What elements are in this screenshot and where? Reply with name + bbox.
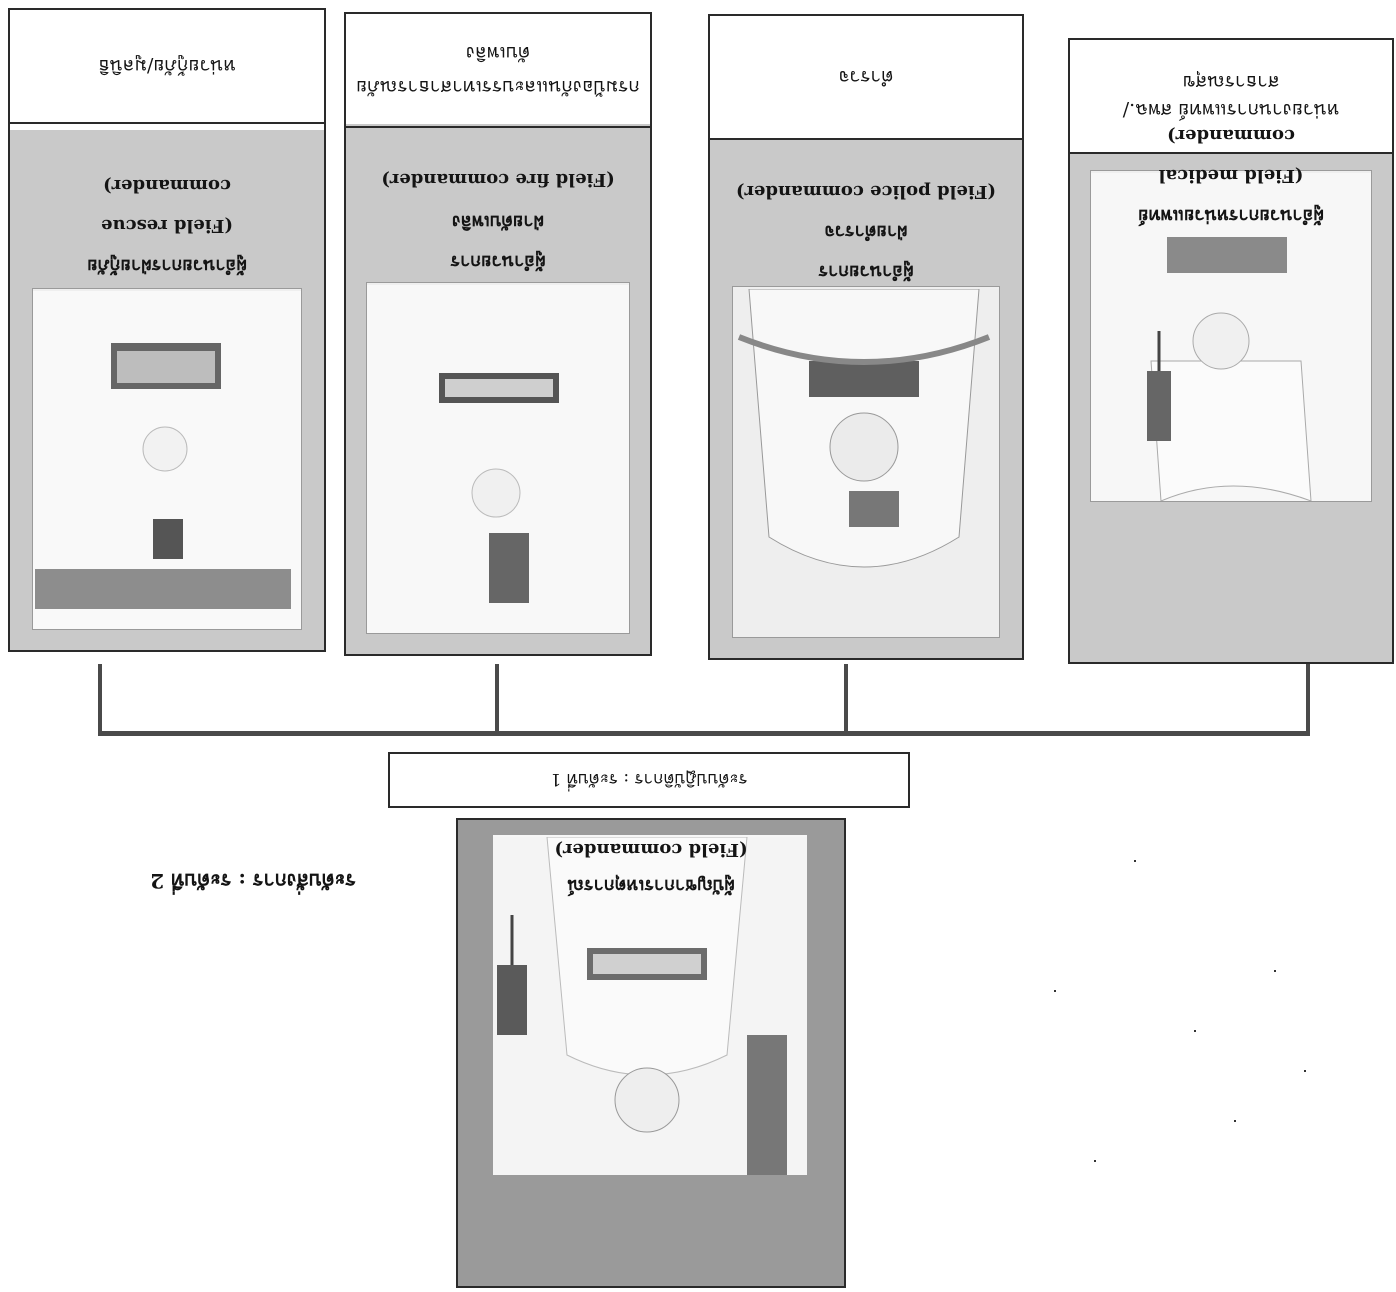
org-medical: หน่วยงานการแพทย์ สพฉ./สาธารณสุข	[1070, 40, 1392, 154]
scan-speck	[1054, 990, 1056, 992]
scan-speck	[1134, 860, 1136, 862]
level2-caption: ระดับสั่งการ : ระดับที่ 2	[150, 869, 356, 893]
photo-rescue	[32, 288, 302, 630]
scan-speck	[1234, 1120, 1236, 1122]
scan-speck	[1304, 1070, 1306, 1072]
police-figure-icon	[732, 289, 999, 637]
photo-medical	[1090, 170, 1372, 502]
org-rescue: หน่วยกู้ภัย/มูลนิธิ	[10, 10, 324, 124]
role-en-police: (Field police commander)	[735, 181, 997, 202]
role-en-fire: (Field fire commander)	[381, 169, 615, 190]
role-en-rescue-2: commander)	[103, 175, 231, 196]
connector-vertical-1	[1306, 664, 1310, 736]
role-band-fire	[346, 124, 650, 654]
connector-vertical-4	[98, 664, 102, 736]
firefighter-figure-icon	[366, 285, 629, 633]
scan-speck	[1274, 970, 1276, 972]
photo-fire	[366, 282, 630, 634]
role-band-police	[710, 138, 1022, 658]
connector-vertical-3	[495, 664, 499, 736]
role-thai-police-1: ผู้อำนวยการ	[818, 261, 914, 282]
field-commander-photo	[492, 834, 808, 1176]
level1-caption: ระดับปฏิบัติการ : ระดับที่ 1	[388, 752, 910, 808]
rescuer-figure-icon	[32, 291, 301, 629]
unit-box-medical: ผู้อำนวยการหน่วยแพทย์ (Field medical com…	[1068, 38, 1394, 664]
org-fire-line2: ดับเพลิง	[465, 42, 531, 64]
level1-caption-text: ระดับปฏิบัติการ : ระดับที่ 1	[550, 769, 748, 790]
unit-box-police: ผู้อำนวยการ ฝ่ายตำรวจ (Field police comm…	[708, 14, 1024, 660]
role-thai-fire-1: ผู้อำนวยการ	[450, 251, 546, 272]
medic-figure-icon	[1090, 173, 1371, 501]
connector-vertical-2	[844, 664, 848, 736]
field-commander-title: ผู้บัญชาการเหตุการณ์	[567, 875, 735, 896]
role-band-medical	[1070, 152, 1392, 662]
scan-speck	[1194, 1030, 1196, 1032]
role-thai-rescue: ผู้อำนวยการฝ่ายกู้ภัย	[87, 255, 247, 276]
field-commander-box: ผู้บัญชาการเหตุการณ์ (Field commander)	[456, 818, 846, 1288]
photo-police	[732, 286, 1000, 638]
role-thai-police-2: ฝ่ายตำรวจ	[824, 221, 908, 242]
unit-box-fire: ผู้อำนวยการ ฝ่ายดับเพลิง (Field fire com…	[344, 12, 652, 656]
org-fire: กรมป้องกันและบรรเทาสาธารณภัย ดับเพลิง	[346, 14, 650, 128]
scan-speck	[1094, 1160, 1096, 1162]
officer-figure-icon	[492, 837, 807, 1175]
role-en-medical-1: (Field medical	[1158, 165, 1304, 186]
field-commander-english: (Field commander)	[554, 839, 748, 860]
role-thai-medical: ผู้อำนวยการหน่วยแพทย์	[1138, 205, 1324, 226]
unit-box-rescue: ผู้อำนวยการฝ่ายกู้ภัย (Field rescue comm…	[8, 8, 326, 652]
role-en-rescue-1: (Field rescue	[101, 215, 233, 236]
connector-horizontal	[98, 731, 1310, 736]
org-police: ตำรวจ	[710, 16, 1022, 140]
role-band-rescue	[10, 130, 324, 650]
role-thai-fire-2: ฝ่ายดับเพลิง	[451, 211, 545, 232]
org-fire-line1: กรมป้องกันและบรรเทาสาธารณภัย	[356, 76, 640, 98]
